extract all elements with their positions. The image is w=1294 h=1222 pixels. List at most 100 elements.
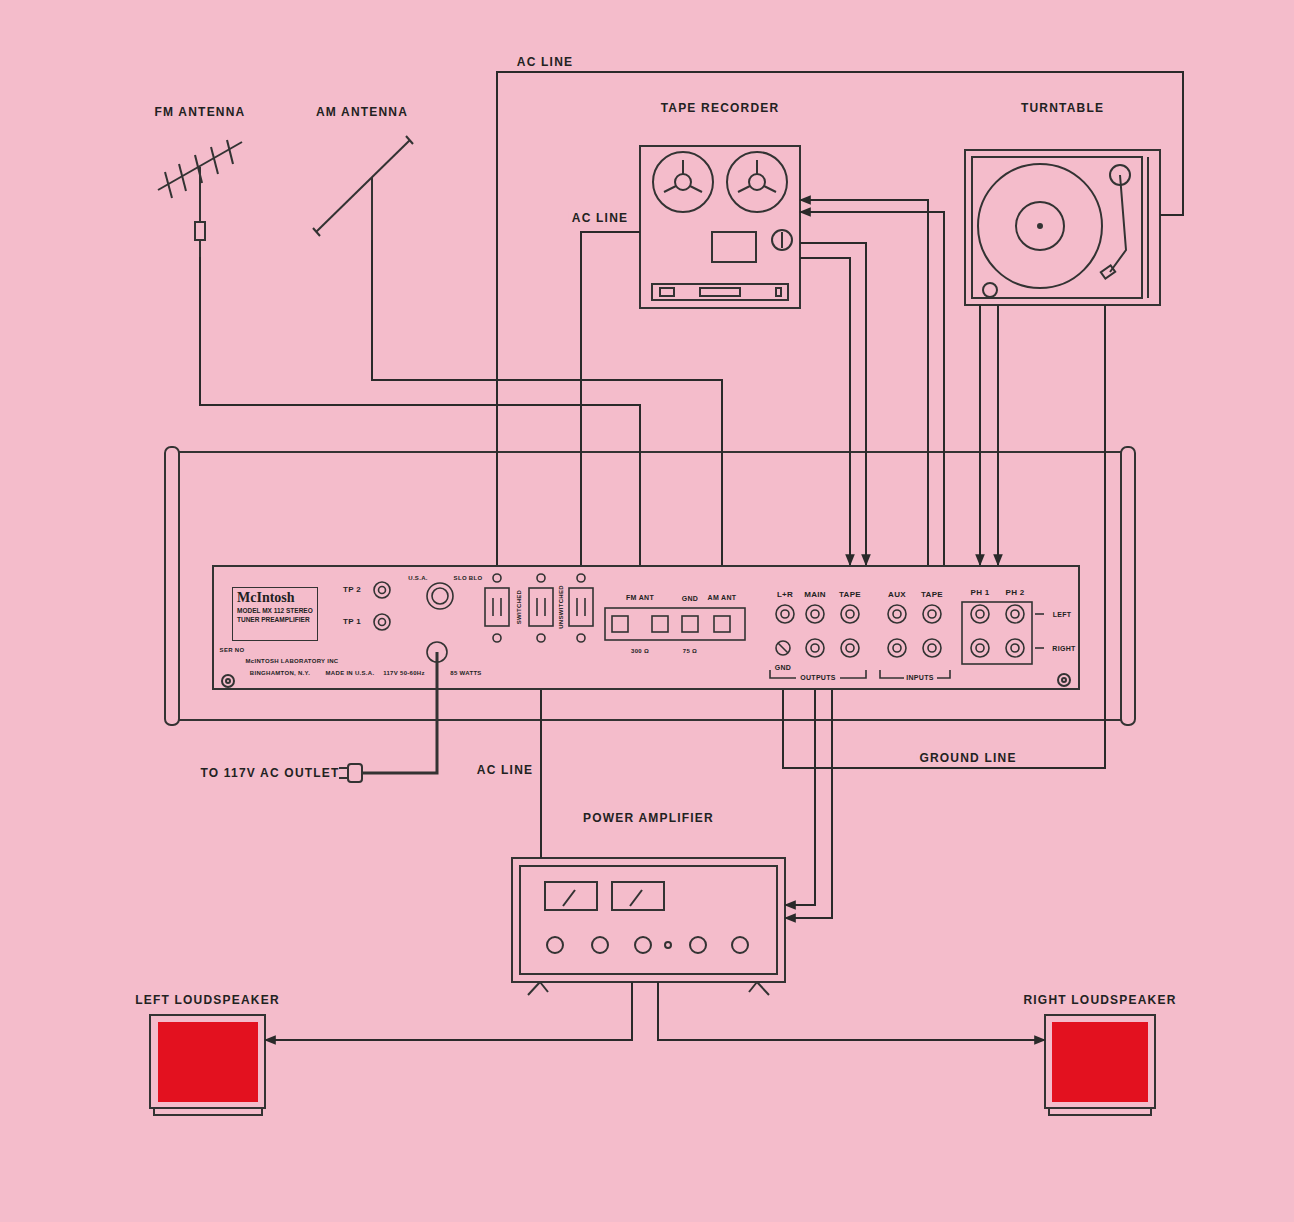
panel-label: MAIN	[804, 591, 826, 599]
panel-label: AUX	[888, 591, 906, 599]
device-label: RIGHT LOUDSPEAKER	[1023, 993, 1176, 1007]
panel-label: SWITCHED	[516, 590, 522, 624]
power-amplifier	[630, 890, 642, 906]
panel-label: TAPE	[921, 591, 943, 599]
panel-label: INPUTS	[906, 674, 933, 681]
left-loudspeaker	[150, 1015, 265, 1115]
panel-label: U.S.A.	[408, 575, 427, 581]
fm-antenna: FM ANTENNA	[150, 135, 250, 257]
am-antenna	[313, 228, 320, 236]
turntable	[1110, 175, 1126, 272]
power-amplifier	[512, 858, 785, 982]
device-label: POWER AMPLIFIER	[583, 811, 714, 825]
tape-recorder	[776, 288, 781, 296]
tape-recorder	[640, 146, 800, 308]
panel-hardware	[374, 614, 390, 630]
tape-recorder	[652, 284, 788, 300]
tape-recorder	[749, 174, 765, 190]
panel-label: 117V 50-60Hz	[383, 670, 425, 676]
tape-recorder	[690, 186, 702, 192]
connector-label: GROUND LINE	[916, 751, 1019, 765]
power-amplifier	[528, 982, 548, 995]
power-amplifier	[732, 937, 748, 953]
turntable	[965, 150, 1160, 305]
panel-label: PH 2	[1006, 589, 1025, 597]
fm-antenna	[227, 140, 233, 164]
right-loudspeaker	[1045, 1015, 1155, 1108]
panel-label: TP 1	[343, 618, 361, 626]
panel-label: OUTPUTS	[800, 674, 836, 681]
connector-line	[581, 232, 640, 565]
device-label: TURNTABLE	[1021, 101, 1104, 115]
panel-hardware	[485, 588, 509, 626]
panel-label: FM ANT	[626, 594, 654, 601]
panel-hardware	[493, 634, 501, 642]
panel-label: McINTOSH LABORATORY INC	[246, 658, 339, 664]
tape-recorder	[664, 186, 676, 192]
right-loudspeaker	[1045, 1015, 1155, 1115]
panel-hardware	[776, 641, 790, 655]
connector-line	[800, 258, 850, 565]
panel-hardware	[569, 588, 593, 626]
panel-hardware	[374, 582, 390, 598]
tape-recorder	[682, 160, 684, 174]
rca-jacks	[971, 639, 989, 657]
left-loudspeaker: LEFT LOUDSPEAKER	[150, 1015, 265, 1108]
chassis	[1062, 678, 1066, 682]
panel-hardware	[432, 588, 448, 604]
panel-label: L+R	[777, 591, 793, 599]
panel-hardware	[652, 616, 668, 632]
rca-jacks	[923, 639, 941, 657]
connector-line	[785, 690, 832, 918]
panel-hardware	[1035, 647, 1044, 649]
rca-jacks	[846, 644, 854, 652]
turntable	[1101, 265, 1115, 278]
connector-line	[497, 72, 1183, 565]
tape-recorder	[660, 288, 674, 296]
panel-label: AM ANT	[708, 594, 737, 601]
turntable: TURNTABLE	[965, 150, 1160, 305]
turntable	[983, 283, 997, 297]
power-amplifier	[612, 882, 664, 910]
connector-line	[800, 200, 928, 565]
tape-recorder	[772, 230, 792, 250]
tape-recorder	[781, 232, 783, 248]
panel-label: TAPE	[839, 591, 861, 599]
brand-name: McIntosh	[237, 590, 313, 605]
connector-line	[800, 243, 866, 565]
fm-antenna	[199, 167, 201, 222]
model-text: MODEL MX 112 STEREO TUNER PREAMPLIFIER	[237, 607, 313, 623]
connector-line	[658, 982, 1045, 1040]
power-amplifier	[749, 982, 769, 995]
tape-recorder	[756, 160, 758, 174]
tape-recorder	[675, 174, 691, 190]
turntable	[972, 157, 1142, 298]
device-label: AM ANTENNA	[316, 105, 408, 119]
panel-hardware	[427, 583, 453, 609]
rca-jacks	[928, 644, 936, 652]
power-amplifier	[592, 937, 608, 953]
am-antenna	[313, 136, 413, 240]
power-cord	[339, 777, 348, 779]
device-label: LEFT LOUDSPEAKER	[135, 993, 280, 1007]
rca-jacks	[841, 605, 859, 623]
connector-line	[979, 305, 981, 565]
connector-line	[800, 212, 944, 565]
panel-hardware	[500, 598, 502, 616]
am-antenna: AM ANTENNA	[312, 138, 412, 240]
left-loudspeaker	[158, 1022, 258, 1102]
power-amplifier	[563, 890, 575, 906]
rca-jacks	[893, 610, 901, 618]
device-label: FM ANTENNA	[155, 105, 246, 119]
rca-jacks	[923, 605, 941, 623]
rca-jacks	[781, 610, 789, 618]
panel-label: LEFT	[1053, 611, 1072, 618]
left-loudspeaker	[154, 1108, 262, 1115]
rca-jacks	[893, 644, 901, 652]
device-label: TAPE RECORDER	[661, 101, 780, 115]
chassis	[226, 679, 230, 683]
connector-line	[997, 305, 999, 565]
panel-hardware	[537, 574, 545, 582]
